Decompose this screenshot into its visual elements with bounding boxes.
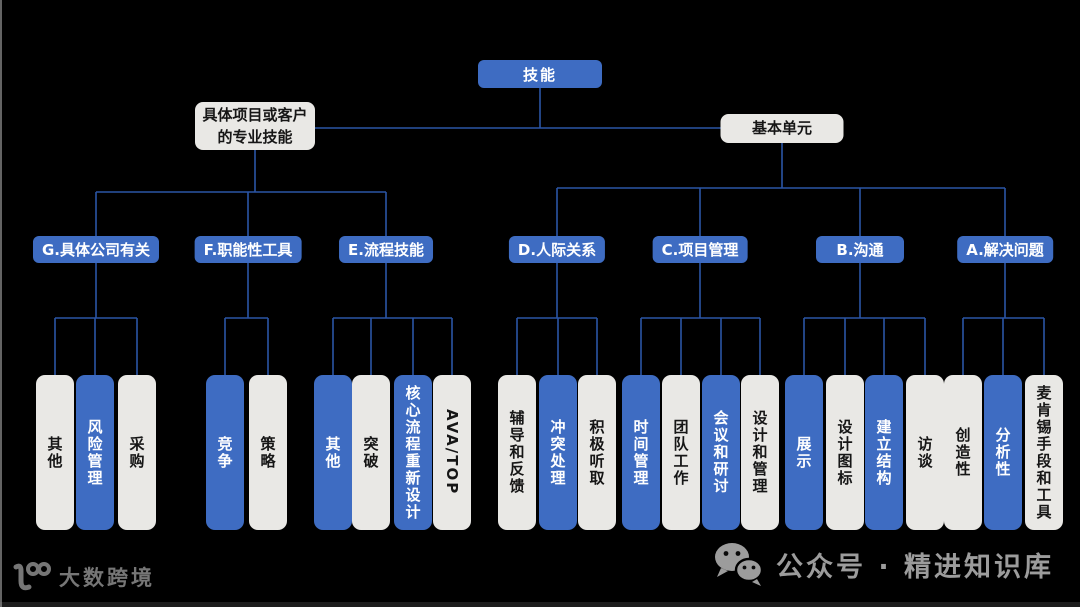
- leaf-node: 会议和研讨: [702, 375, 740, 530]
- leaf-node: 其他: [314, 375, 352, 530]
- leaf-node: 核心流程重新设计: [394, 375, 432, 530]
- root-node: 技能: [478, 60, 602, 88]
- leaf-node: 麦肯锡手段和工具: [1025, 375, 1063, 530]
- leaf-node: 时间管理: [622, 375, 660, 530]
- leaf-node: 策略: [249, 375, 287, 530]
- leaf-node: 辅导和反馈: [498, 375, 536, 530]
- leaf-node: 竞争: [206, 375, 244, 530]
- category-node-f: F.职能性工具: [194, 236, 302, 263]
- wechat-account: 公众号 · 精进知识库: [712, 541, 1054, 587]
- category-node-g: G.具体公司有关: [32, 236, 160, 263]
- leaf-node: 风险管理: [76, 375, 114, 530]
- category-node-c: C.项目管理: [652, 236, 748, 263]
- leaf-node: 设计和管理: [741, 375, 779, 530]
- leaf-node: 建立结构: [865, 375, 903, 530]
- wechat-account-text: 公众号 · 精进知识库: [776, 551, 1055, 583]
- category-node-e: E.流程技能: [339, 236, 433, 263]
- leaf-node: 积极听取: [578, 375, 616, 530]
- leaf-node: 创造性: [944, 375, 982, 530]
- left-edge-line: [0, 0, 2, 607]
- leaf-node: 采购: [118, 375, 156, 530]
- dashu-brand-text: 大数跨境: [59, 566, 155, 590]
- dashu-100-icon: [13, 562, 51, 591]
- branch-node-right: 基本单元: [720, 114, 844, 143]
- leaf-node: AVA/TOP: [433, 375, 471, 530]
- category-node-a: A.解决问题: [957, 236, 1053, 263]
- category-node-d: D.人际关系: [508, 236, 606, 263]
- branch-node-left: 具体项目或客户的专业技能: [195, 102, 315, 150]
- leaf-node: 设计图标: [826, 375, 864, 530]
- leaf-node: 其他: [36, 375, 74, 530]
- leaf-node: 分析性: [984, 375, 1022, 530]
- leaf-node: 突破: [352, 375, 390, 530]
- leaf-node: 展示: [785, 375, 823, 530]
- leaf-node: 团队工作: [662, 375, 700, 530]
- dashu-brand: 大数跨境: [10, 560, 155, 594]
- leaf-node: 访谈: [906, 375, 944, 530]
- wechat-icon: [715, 543, 764, 586]
- leaf-node: 冲突处理: [539, 375, 577, 530]
- bottom-strip: [0, 602, 1080, 607]
- category-node-b: B.沟通: [816, 236, 904, 263]
